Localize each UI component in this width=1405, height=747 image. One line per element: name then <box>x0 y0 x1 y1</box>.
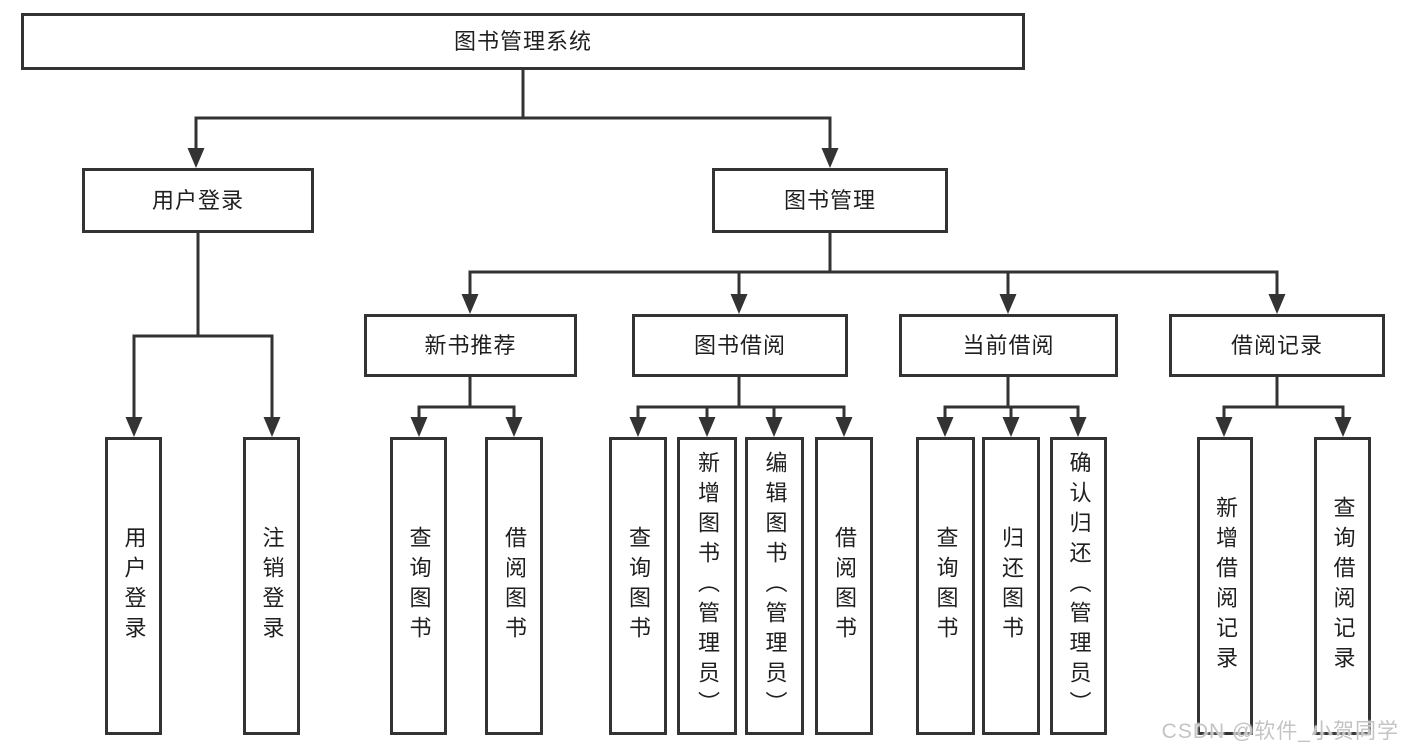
node-leaf-edit-book-admin-label: 编辑图书（管理员） <box>762 451 788 721</box>
node-leaf-query-book-current: 查询图书 <box>916 437 975 735</box>
node-book-mgmt: 图书管理 <box>712 168 948 233</box>
arrow-down-icon <box>410 417 428 437</box>
node-leaf-return-book: 归还图书 <box>982 437 1040 735</box>
node-leaf-query-book-current-label: 查询图书 <box>933 526 959 646</box>
node-leaf-borrow-book-rec: 借阅图书 <box>485 437 543 735</box>
arrow-down-icon <box>730 294 748 314</box>
connector-user-login-children <box>125 233 281 437</box>
arrow-down-icon <box>1334 417 1352 437</box>
node-root: 图书管理系统 <box>21 13 1025 70</box>
arrow-down-icon <box>821 148 839 168</box>
node-leaf-query-book-borrow-label: 查询图书 <box>626 526 651 646</box>
arrow-down-icon <box>629 417 647 437</box>
node-leaf-add-book-admin-label: 新增图书（管理员） <box>695 451 720 721</box>
node-new-book-rec-label: 新书推荐 <box>424 332 517 358</box>
node-book-mgmt-label: 图书管理 <box>783 187 876 213</box>
node-user-login: 用户登录 <box>82 168 314 233</box>
node-leaf-confirm-return-admin: 确认归还（管理员） <box>1050 437 1107 735</box>
node-leaf-logout-login: 注销登录 <box>243 437 300 735</box>
node-new-book-rec: 新书推荐 <box>364 314 577 377</box>
node-borrow-records-label: 借阅记录 <box>1230 332 1323 358</box>
node-book-borrow-label: 图书借阅 <box>693 332 786 358</box>
node-leaf-borrow-book-rec-label: 借阅图书 <box>502 526 527 646</box>
node-borrow-records: 借阅记录 <box>1169 314 1385 377</box>
node-leaf-query-book-rec-label: 查询图书 <box>406 526 432 646</box>
arrow-down-icon <box>1268 294 1286 314</box>
arrow-down-icon <box>263 417 281 437</box>
arrow-down-icon <box>1002 417 1020 437</box>
arrow-down-icon <box>999 294 1017 314</box>
csdn-watermark: CSDN @软件_小贺同学 <box>1161 720 1399 743</box>
node-leaf-user-login-label: 用户登录 <box>121 526 147 646</box>
node-leaf-return-book-label: 归还图书 <box>999 526 1024 646</box>
arrow-down-icon <box>698 417 716 437</box>
connector-current-borrow-children <box>936 377 1087 437</box>
node-leaf-confirm-return-admin-label: 确认归还（管理员） <box>1066 451 1092 721</box>
node-book-borrow: 图书借阅 <box>632 314 848 377</box>
arrow-down-icon <box>936 417 954 437</box>
node-leaf-query-book-rec: 查询图书 <box>390 437 447 735</box>
connector-borrow-records-children <box>1215 377 1352 437</box>
node-user-login-label: 用户登录 <box>151 187 244 213</box>
node-leaf-borrow-book-borrow-label: 借阅图书 <box>832 526 857 646</box>
node-current-borrow: 当前借阅 <box>899 314 1118 377</box>
node-current-borrow-label: 当前借阅 <box>962 332 1055 358</box>
arrow-down-icon <box>461 294 479 314</box>
arrow-down-icon <box>1215 417 1233 437</box>
connector-book-borrow-children <box>629 377 853 437</box>
node-leaf-add-borrow-record-label: 新增借阅记录 <box>1213 496 1238 676</box>
connector-book-mgmt-children <box>461 233 1286 314</box>
connector-root-to-level2 <box>187 69 839 168</box>
connector-new-book-rec-children <box>410 377 523 437</box>
node-leaf-add-borrow-record: 新增借阅记录 <box>1197 437 1253 735</box>
arrow-down-icon <box>1069 417 1087 437</box>
node-leaf-logout-login-label: 注销登录 <box>259 526 285 646</box>
node-leaf-add-book-admin: 新增图书（管理员） <box>677 437 737 735</box>
node-leaf-query-borrow-record-label: 查询借阅记录 <box>1330 496 1356 676</box>
node-leaf-borrow-book-borrow: 借阅图书 <box>815 437 873 735</box>
node-leaf-query-book-borrow: 查询图书 <box>609 437 667 735</box>
node-leaf-edit-book-admin: 编辑图书（管理员） <box>745 437 804 735</box>
arrow-down-icon <box>835 417 853 437</box>
arrow-down-icon <box>505 417 523 437</box>
node-root-label: 图书管理系统 <box>453 28 592 54</box>
node-leaf-query-borrow-record: 查询借阅记录 <box>1314 437 1371 735</box>
arrow-down-icon <box>125 417 143 437</box>
node-leaf-user-login: 用户登录 <box>105 437 162 735</box>
arrow-down-icon <box>187 148 205 168</box>
arrow-down-icon <box>765 417 783 437</box>
